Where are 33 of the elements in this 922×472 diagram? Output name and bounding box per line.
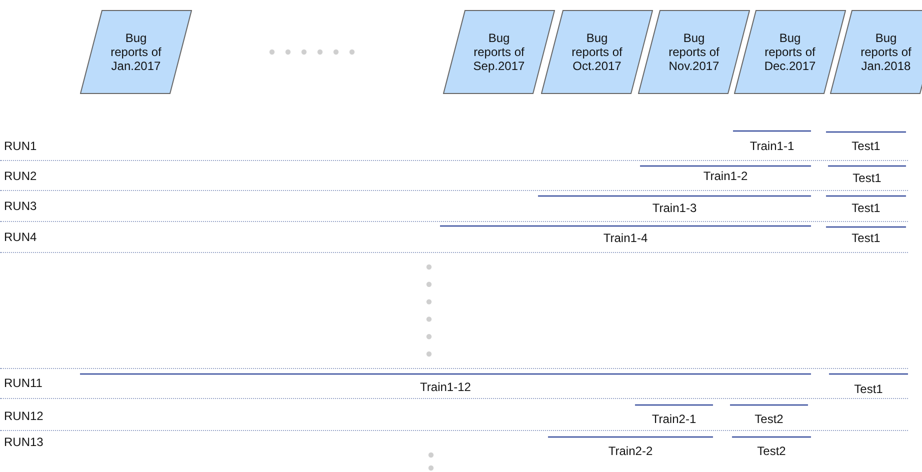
period-label: Train1-2 — [703, 169, 748, 183]
data-parallelogram — [443, 10, 555, 94]
period-label: Train2-2 — [608, 444, 653, 458]
period-label: Train1-1 — [750, 139, 794, 153]
run-label: RUN11 — [4, 376, 42, 390]
run-label: RUN1 — [4, 139, 37, 153]
data-parallelogram — [830, 10, 922, 94]
run-label: RUN3 — [4, 199, 37, 213]
period-label: Train1-12 — [420, 380, 471, 394]
period-label: Test2 — [754, 412, 784, 426]
period-label: Test2 — [757, 444, 786, 458]
node-label: Bug reports of Sep.2017 — [472, 31, 526, 73]
period-label: Test1 — [852, 139, 880, 153]
period-label: Test1 — [854, 382, 883, 396]
data-parallelogram — [734, 10, 846, 94]
period-label: Test1 — [852, 171, 882, 185]
period-label: Test1 — [852, 201, 880, 215]
node-label: Bug reports of Dec.2017 — [763, 31, 817, 73]
data-parallelogram — [541, 10, 653, 94]
run-label: RUN2 — [4, 169, 37, 183]
data-parallelogram — [638, 10, 750, 94]
run-label: RUN4 — [4, 230, 37, 244]
node-label: Bug reports of Nov.2017 — [668, 31, 720, 73]
node-label: Bug reports of Jan.2017 — [110, 31, 162, 73]
period-label: Train1-4 — [603, 231, 648, 245]
period-label: Train2-1 — [652, 412, 696, 426]
node-label: Bug reports of Jan.2018 — [860, 31, 912, 73]
period-label: Train1-3 — [652, 201, 697, 215]
run-label: RUN13 — [4, 435, 44, 449]
period-label: Test1 — [852, 231, 880, 245]
data-parallelogram — [80, 10, 192, 94]
node-label: Bug reports of Oct.2017 — [570, 31, 624, 73]
run-label: RUN12 — [4, 409, 44, 423]
